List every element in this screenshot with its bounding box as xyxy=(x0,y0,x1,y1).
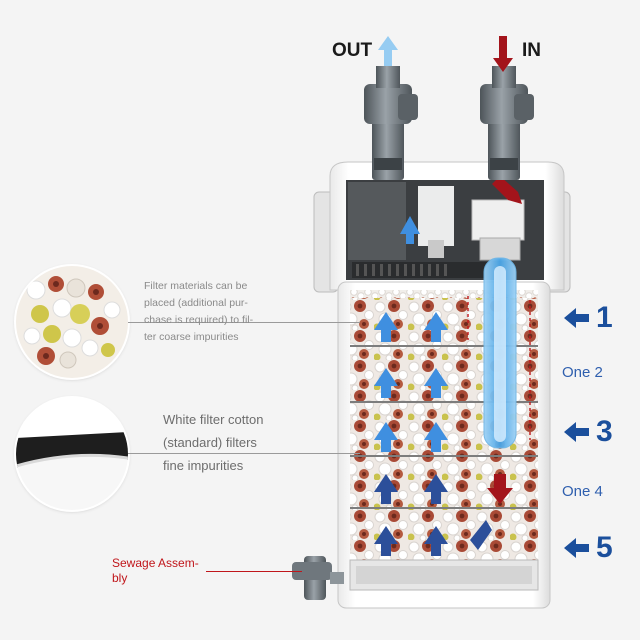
layer-marker-3: 3 xyxy=(562,414,613,450)
layer-label: 5 xyxy=(596,531,613,564)
filter-materials-note: Filter materials can be placed (addition… xyxy=(144,278,274,346)
filter-cotton-note: White filter cotton (standard) filters f… xyxy=(163,408,323,477)
leader-line-sewage xyxy=(206,571,302,572)
layer-label: One 4 xyxy=(562,482,603,500)
arrow-left-icon xyxy=(564,422,589,442)
layer-label: 3 xyxy=(596,415,613,448)
note-line: placed (additional pur- xyxy=(144,297,248,309)
note-line: (standard) filters xyxy=(163,435,257,450)
filter-cotton-closeup xyxy=(16,398,128,510)
note-line: fine impurities xyxy=(163,458,244,473)
layer-marker-4: One 4 xyxy=(562,479,603,503)
layer-marker-2: One 2 xyxy=(562,360,603,384)
arrow-down-icon xyxy=(493,36,513,72)
layer-label: One 2 xyxy=(562,363,603,381)
layer-label: 1 xyxy=(596,301,613,334)
note-line: Sewage Assem- xyxy=(112,556,199,570)
arrow-up-icon xyxy=(378,36,398,66)
leader-line-filter-materials xyxy=(128,322,360,323)
note-line: chase is required) to fil- xyxy=(144,314,254,326)
sewage-assembly-label: Sewage Assem- bly xyxy=(112,556,199,586)
layer-marker-1: 1 xyxy=(562,300,613,336)
note-line: bly xyxy=(112,571,128,585)
layer-marker-5: 5 xyxy=(562,530,613,566)
filter-media-closeup xyxy=(16,266,128,378)
note-line: ter coarse impurities xyxy=(144,331,239,343)
leader-line-filter-cotton xyxy=(128,453,360,454)
note-line: Filter materials can be xyxy=(144,280,248,292)
out-port-label: OUT xyxy=(332,40,373,61)
in-port-label: IN xyxy=(522,40,541,61)
arrow-left-icon xyxy=(564,308,589,328)
note-line: White filter cotton xyxy=(163,412,264,427)
arrow-left-icon xyxy=(564,538,589,558)
